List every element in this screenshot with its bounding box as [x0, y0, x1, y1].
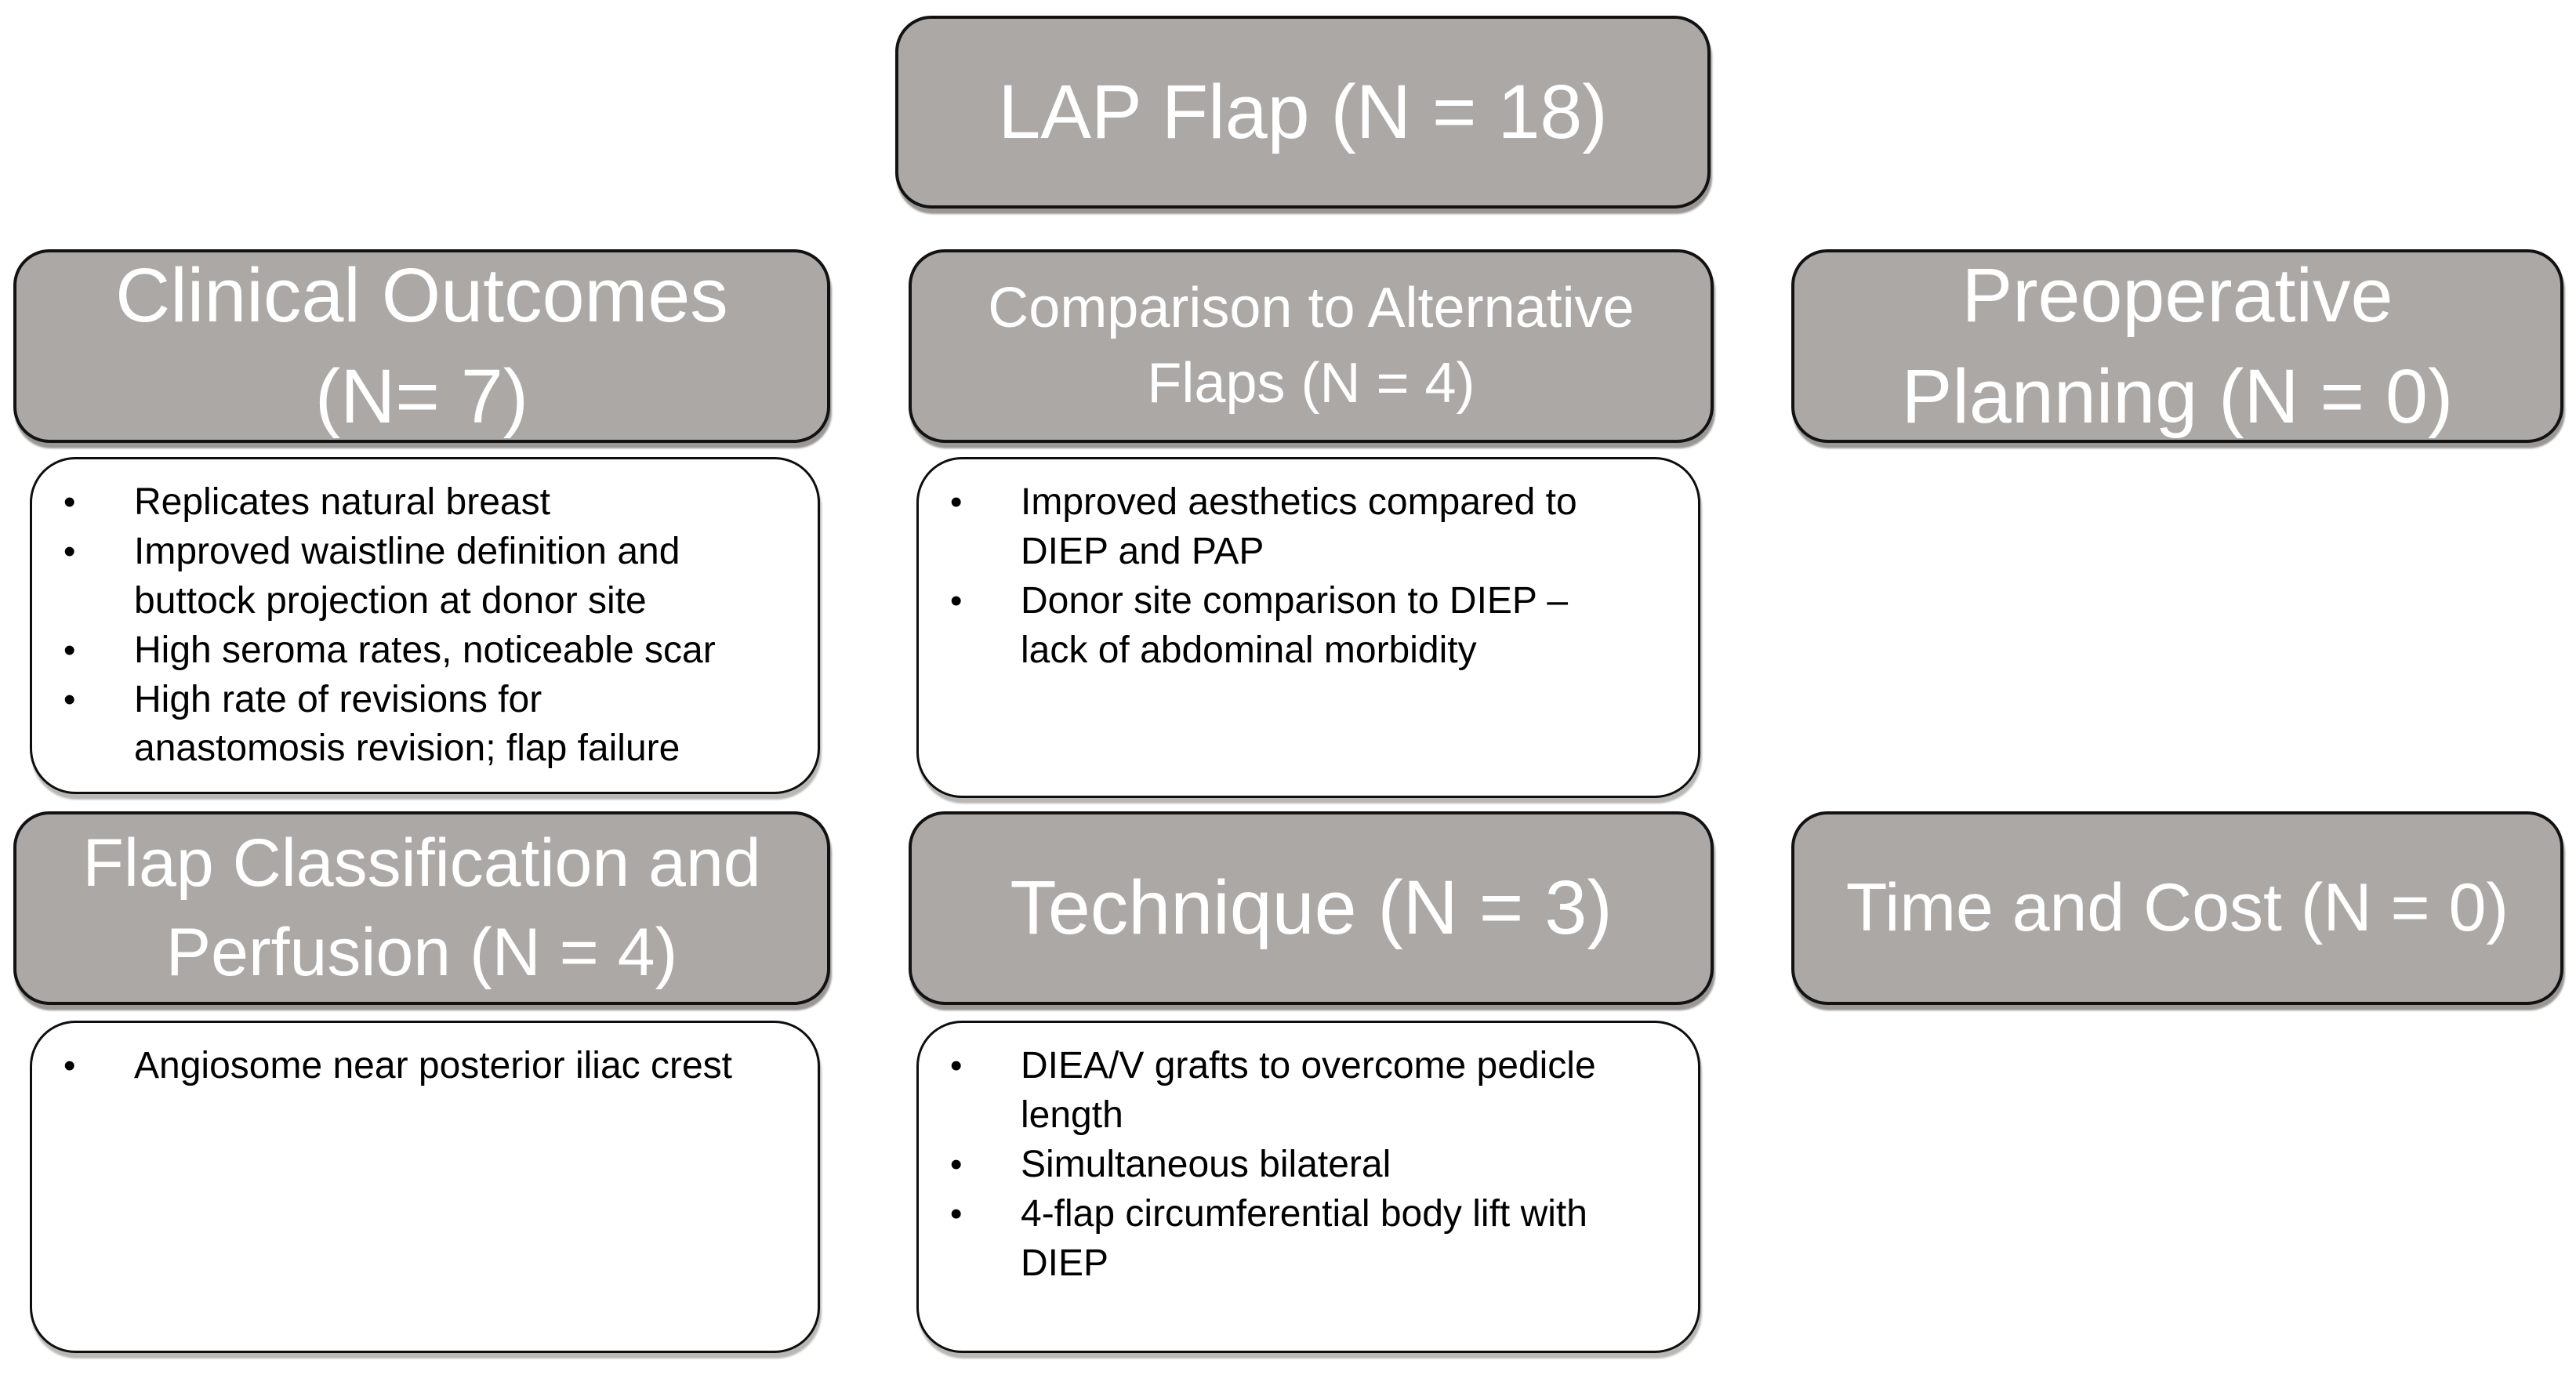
bullet-item: • DIEA/V grafts to overcome pedicle leng…: [950, 1042, 1624, 1141]
category-label: Comparison to Alternative Flaps (N = 4): [988, 277, 1634, 415]
bullet-marker: •: [63, 630, 76, 669]
bullet-text: High seroma rates, noticeable scar: [134, 629, 716, 671]
category-label: Clinical Outcomes (N= 7): [115, 252, 728, 439]
category-header-time-and-cost: Time and Cost (N = 0): [1791, 811, 2563, 1005]
bullet-list: • DIEA/V grafts to overcome pedicle leng…: [919, 1023, 1698, 1304]
bullet-text: Improved waistline definition and buttoc…: [134, 530, 680, 622]
bullet-marker: •: [950, 1046, 963, 1085]
bullet-marker: •: [950, 1194, 963, 1233]
bullet-item: • Replicates natural breast: [63, 478, 743, 528]
content-box-comparison-to-alternative-flaps: • Improved aesthetics compared to DIEP a…: [916, 457, 1700, 798]
bullet-marker: •: [950, 483, 963, 521]
bullet-item: • 4-flap circumferential body lift with …: [950, 1190, 1624, 1289]
bullet-text: Simultaneous bilateral: [1021, 1143, 1391, 1185]
bullet-text: Angiosome near posterior iliac crest: [134, 1045, 733, 1086]
bullet-list: • Improved aesthetics compared to DIEP a…: [919, 459, 1698, 691]
bullet-item: • Simultaneous bilateral: [950, 1141, 1624, 1190]
bullet-text: 4-flap circumferential body lift with DI…: [1021, 1192, 1587, 1284]
bullet-list: • Replicates natural breast • Improved w…: [32, 459, 818, 789]
category-header-flap-classification-and-perfusion: Flap Classification and Perfusion (N = 4…: [13, 811, 830, 1005]
bullet-list: • Angiosome near posterior iliac crest: [32, 1023, 818, 1107]
bullet-text: Replicates natural breast: [134, 481, 550, 523]
category-header-clinical-outcomes: Clinical Outcomes (N= 7): [13, 249, 830, 443]
root-box-lap-flap: LAP Flap (N = 18): [895, 16, 1711, 209]
category-label: Flap Classification and Perfusion (N = 4…: [82, 825, 761, 990]
bullet-marker: •: [950, 1144, 963, 1184]
bullet-text: DIEA/V grafts to overcome pedicle length: [1021, 1045, 1596, 1136]
content-box-technique: • DIEA/V grafts to overcome pedicle leng…: [916, 1021, 1700, 1353]
bullet-marker: •: [63, 680, 76, 719]
bullet-text: Donor site comparison to DIEP – lack of …: [1021, 579, 1569, 671]
bullet-item: • Improved aesthetics compared to DIEP a…: [950, 478, 1624, 577]
category-label: Preoperative Planning (N = 0): [1901, 252, 2454, 439]
bullet-item: • Angiosome near posterior iliac crest: [63, 1042, 743, 1091]
bullet-item: • Improved waistline definition and butt…: [63, 528, 743, 626]
bullet-marker: •: [63, 531, 76, 571]
bullet-item: • High rate of revisions for anastomosis…: [63, 676, 743, 774]
bullet-text: Improved aesthetics compared to DIEP and…: [1021, 481, 1577, 572]
category-header-preoperative-planning: Preoperative Planning (N = 0): [1791, 249, 2563, 443]
bullet-marker: •: [63, 483, 76, 521]
content-box-flap-classification-and-perfusion: • Angiosome near posterior iliac crest: [30, 1021, 820, 1353]
root-box-label: LAP Flap (N = 18): [998, 68, 1608, 154]
category-header-technique: Technique (N = 3): [909, 811, 1714, 1005]
content-box-clinical-outcomes: • Replicates natural breast • Improved w…: [30, 457, 820, 794]
category-header-comparison-to-alternative-flaps: Comparison to Alternative Flaps (N = 4): [909, 249, 1714, 443]
bullet-item: • Donor site comparison to DIEP – lack o…: [950, 577, 1624, 676]
bullet-item: • High seroma rates, noticeable scar: [63, 626, 743, 676]
bullet-marker: •: [63, 1046, 76, 1085]
bullet-text: High rate of revisions for anastomosis r…: [134, 678, 680, 770]
category-label: Time and Cost (N = 0): [1845, 869, 2509, 945]
category-label: Technique (N = 3): [1010, 865, 1613, 951]
bullet-marker: •: [950, 581, 963, 620]
